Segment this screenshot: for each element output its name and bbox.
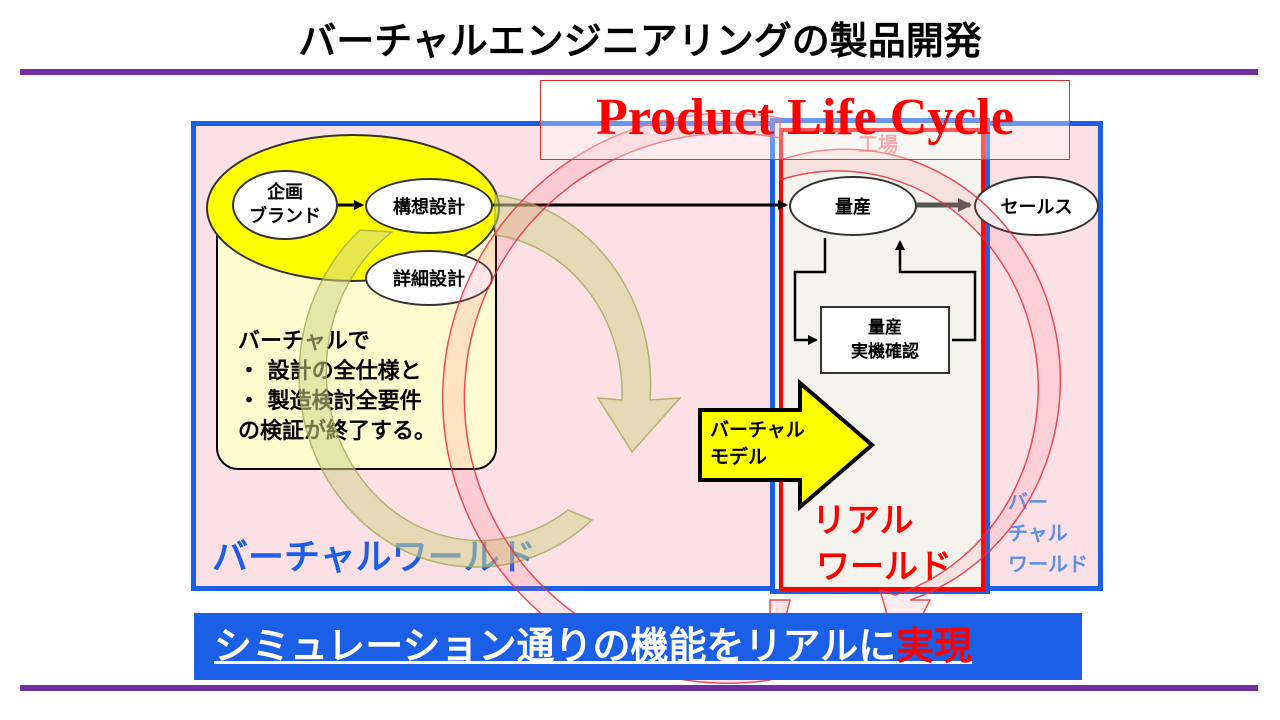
note-line-2: ・ 設計の全仕様と [238, 359, 422, 384]
mass-production-label: 量産 [835, 197, 871, 218]
bottom-divider [20, 685, 1258, 691]
banner-highlight-text: 実現 [896, 624, 973, 668]
sales-node: セールス [974, 176, 1099, 236]
banner-main-text: シミュレーション通りの機能をリアルに [214, 624, 897, 668]
virtual-model-label: バーチャル モデル [710, 417, 805, 471]
virtual-model-line-1: バーチャル [710, 419, 805, 441]
right-virtual-world-label: バー チャル ワールド [1008, 487, 1088, 580]
cycle-arrow-upper [494, 194, 682, 454]
product-life-cycle-box [540, 80, 1070, 160]
product-life-cycle-label: Product Life Cycle [596, 89, 1014, 146]
page-title: バーチャルエンジニアリングの製品開発 [298, 19, 982, 63]
planning-brand-node: 企画 ブランド [232, 170, 338, 240]
plc-ring-outer [441, 112, 791, 684]
mass-production-node: 量産 [789, 176, 917, 236]
bottom-banner-text: シミュレーション通りの機能をリアルに実現 [214, 620, 972, 672]
planning-line-2: ブランド [249, 206, 321, 227]
real-world-frame [779, 128, 985, 591]
top-divider [20, 69, 1258, 75]
verification-line-2: 実機確認 [851, 342, 919, 362]
concept-design-node: 構想設計 [365, 178, 493, 234]
loop-down-connector [793, 238, 827, 345]
prototype-verification-node: 量産 実機確認 [820, 306, 950, 374]
right-virtual-line-2: チャル [1008, 521, 1068, 545]
verification-line-1: 量産 [868, 318, 902, 338]
sales-label: セールス [1000, 197, 1073, 218]
concept-design-label: 構想設計 [393, 197, 465, 218]
cycle-arrow-lower [298, 229, 594, 568]
virtual-model-arrow [698, 378, 876, 512]
planning-line-1: 企画 [267, 182, 303, 203]
virtual-model-line-2: モデル [710, 446, 768, 468]
bottom-banner [194, 613, 1082, 680]
right-virtual-line-3: ワールド [1008, 552, 1088, 576]
loop-up-connector [895, 240, 977, 342]
real-world-line-1: リアル [812, 501, 914, 541]
detail-design-label: 詳細設計 [393, 269, 465, 290]
detail-design-node: 詳細設計 [365, 250, 493, 306]
